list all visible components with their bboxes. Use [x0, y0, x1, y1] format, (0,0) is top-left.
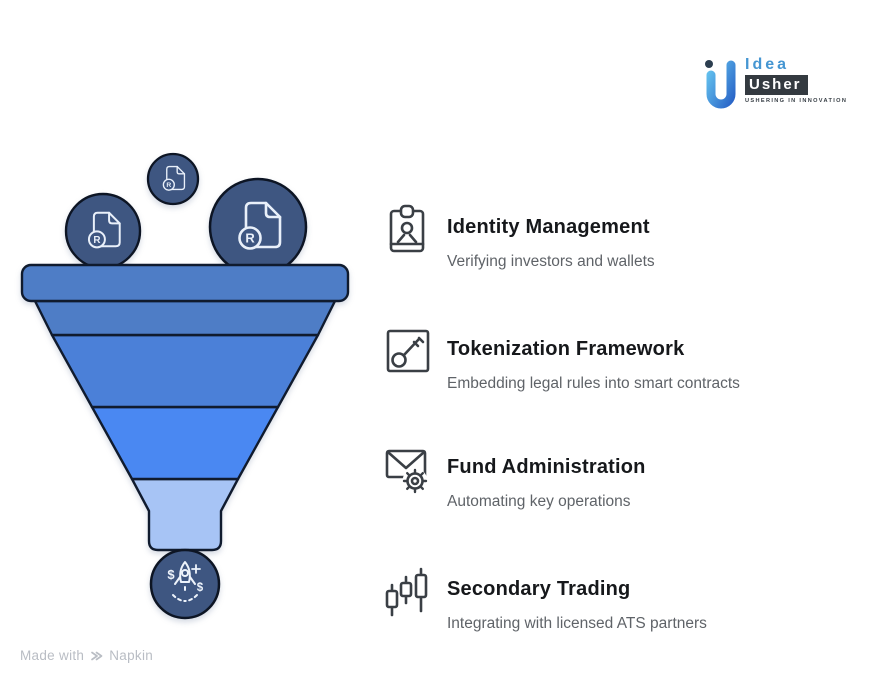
id-badge-icon: [384, 203, 430, 271]
rocket-bubble: [149, 548, 221, 620]
funnel-stage-1: [33, 299, 337, 337]
dollar-right: $: [197, 582, 204, 594]
item-subtitle: Verifying investors and wallets: [447, 253, 655, 270]
item-title: Identity Management: [447, 216, 650, 238]
candlestick-chart-icon: [384, 565, 430, 633]
dollar-left: $: [167, 567, 175, 582]
funnel-stage-3: [90, 405, 280, 481]
rocket-launch-dollars-icon: $ $: [167, 561, 204, 602]
item-subtitle: Automating key operations: [447, 493, 631, 510]
made-with-label: Made with: [20, 648, 85, 663]
funnel-input-bubbles: [64, 152, 308, 277]
item-subtitle: Integrating with licensed ATS partners: [447, 615, 707, 632]
funnel-stage-2: [50, 333, 320, 409]
item-title: Fund Administration: [447, 456, 646, 478]
item-title: Secondary Trading: [447, 578, 631, 600]
logo-tagline: USHERING IN INNOVATION: [745, 98, 848, 104]
key-icon: [384, 325, 430, 393]
feature-item-secondary-trading: Secondary Trading Integrating with licen…: [384, 565, 707, 633]
logo-text-usher: Usher: [745, 75, 808, 95]
item-title: Tokenization Framework: [447, 338, 685, 360]
feature-item-fund-admin: Fund Administration Automating key opera…: [384, 443, 646, 511]
idea-usher-u-icon: [705, 60, 736, 109]
bubble-medium: [64, 192, 142, 270]
feature-item-identity: Identity Management Verifying investors …: [384, 203, 655, 271]
bubble-large: [208, 177, 308, 277]
idea-usher-logo: Idea Usher USHERING IN INNOVATION: [703, 56, 847, 112]
feature-item-tokenization: Tokenization Framework Embedding legal r…: [384, 325, 740, 393]
napkin-logo-icon: [91, 651, 103, 660]
bubble-small: [146, 152, 200, 206]
funnel-diagram: R: [20, 152, 350, 620]
item-subtitle: Embedding legal rules into smart contrac…: [447, 375, 740, 392]
napkin-brand-label: Napkin: [109, 648, 154, 663]
funnel-rim: [20, 263, 350, 303]
funnel-stage-4: [130, 477, 240, 552]
logo-text-idea: Idea: [745, 56, 790, 73]
mail-gear-icon: [384, 443, 430, 511]
funnel-body: [20, 263, 350, 552]
made-with-napkin: Made with Napkin: [20, 648, 153, 663]
funnel-outlet: $ $: [149, 548, 221, 620]
